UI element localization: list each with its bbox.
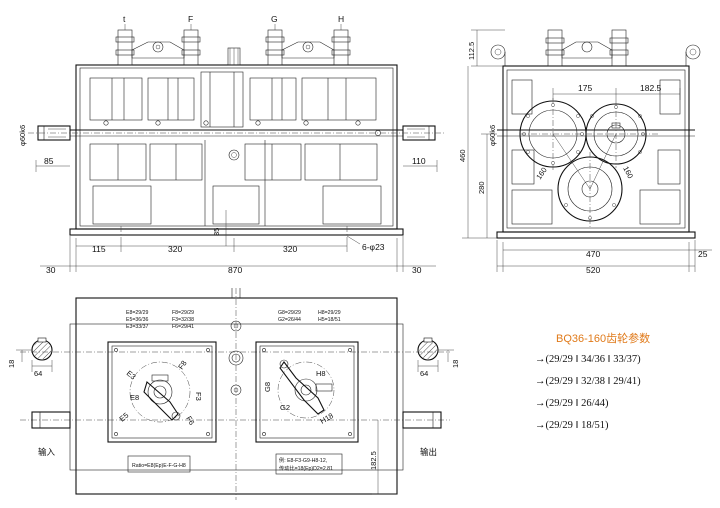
side-view: 175 182.5 160 160 112.5 460 280 φ60k6 47… [458,29,712,275]
dim-182-5-plan: 182.5 [369,451,378,470]
dim-112-5: 112.5 [467,42,476,60]
dim-175: 175 [578,83,592,93]
selector-label: G8 [263,382,272,392]
dim-64-left: 64 [34,369,42,378]
dim-holes: 6-φ23 [362,242,385,252]
input-label: 输入 [38,447,56,457]
table-cell: E5=36/36 [126,317,148,323]
plan-housing [75,297,398,495]
shifter-label-t: t [123,14,126,24]
gear-params-panel: BQ36-160齿轮参数 →(29/29 ‖ 34/36 ‖ 33/37) →(… [535,331,650,431]
dim-182-5-side: 182.5 [640,83,662,93]
ratio-plates: Ratio=E8(Ep)E-F-G-H8 例: E8-F3-G9-H8-12, … [127,453,343,475]
table-cell: F3=32/38 [172,317,194,323]
table-cell: H8=29/29 [318,310,341,316]
selector-label: G2 [280,403,290,412]
top-shifters [115,29,351,66]
selector-label: F3 [194,392,203,401]
gear-param-row: →(29/29 ‖ 18/51) [535,420,609,431]
right-gear-table: G8=29/29 G2=26/44 H8=29/29 H5=18/51 [278,310,341,323]
dim-160-left: 160 [534,166,549,181]
gear-param-row: →(29/29 ‖ 34/36 ‖ 33/37) [535,354,641,365]
dim-320-right: 320 [283,244,297,254]
selector-label: H18 [319,411,335,426]
shifter-label-g: G [271,14,278,24]
dim-280: 280 [477,181,486,194]
dim-30-right: 30 [412,265,422,275]
dim-110: 110 [412,156,426,166]
left-gear-table: E8=29/29 E5=36/36 E3=33/37 F8=29/29 F3=3… [126,310,194,330]
dim-25: 25 [698,249,708,259]
selector-label: F6 [184,415,196,427]
right-plate-line2: 传动比=18(Ep)D2=2.81 [279,464,333,472]
dim-520: 520 [586,265,600,275]
selector-label: E8 [130,393,139,402]
center-indicators [228,320,244,396]
shifter-label-f: F [188,14,193,24]
table-cell: G8=29/29 [278,310,301,316]
right-selector-panel: G8 G2 H8 H18 [255,341,359,443]
table-cell: F8=29/29 [172,310,194,316]
dim-460: 460 [458,149,467,162]
gear-params-title: BQ36-160齿轮参数 [556,331,650,345]
dim-160-right: 160 [621,165,635,180]
dim-18-left: 18 [7,360,16,368]
dim-470: 470 [586,249,600,259]
dim-18-right: 18 [451,360,460,368]
dim-30-left: 30 [46,265,56,275]
front-base [69,228,404,236]
plan-view: 输入 输出 18 64 18 64 182.5 E8=29/29 E5=36/3… [7,288,460,500]
dim-shaft-front: φ60k6 [18,125,27,146]
table-cell: H5=18/51 [318,317,341,323]
output-label: 输出 [420,447,437,457]
sight-glass-icon [228,149,240,161]
selector-label: H8 [316,369,326,378]
front-view: t F G H 85 110 115 320 320 870 [18,14,446,275]
left-selector-panel: E3 F8 F3 E8 E5 F6 [107,341,217,443]
selector-label: E5 [118,411,131,424]
dim-shaft-side: φ60k6 [488,125,497,146]
dim-35: 35 [212,228,221,236]
plan-left-shaft [31,337,71,429]
dim-320-left: 320 [168,244,182,254]
table-cell: E8=29/29 [126,310,148,316]
table-cell: F6=29/41 [172,324,194,330]
gear-circles [519,100,647,222]
right-plate-line1: 例: E8-F3-G9-H8-12, [279,456,327,464]
dim-85: 85 [44,156,54,166]
selector-label: E3 [125,369,138,382]
table-cell: E3=33/37 [126,324,148,330]
shifter-label-h: H [338,14,344,24]
gear-param-row: →(29/29 ‖ 26/44) [535,398,609,409]
plan-right-shaft [402,337,442,429]
dim-870: 870 [228,265,242,275]
dim-64-right: 64 [420,369,428,378]
table-cell: G2=26/44 [278,317,301,323]
gear-param-row: →(29/29 ‖ 32/38 ‖ 29/41) [535,376,641,387]
left-plate-text: Ratio=E8(Ep)E-F-G-H8 [132,463,186,469]
selector-label: F8 [176,359,188,371]
dim-115: 115 [92,244,106,254]
